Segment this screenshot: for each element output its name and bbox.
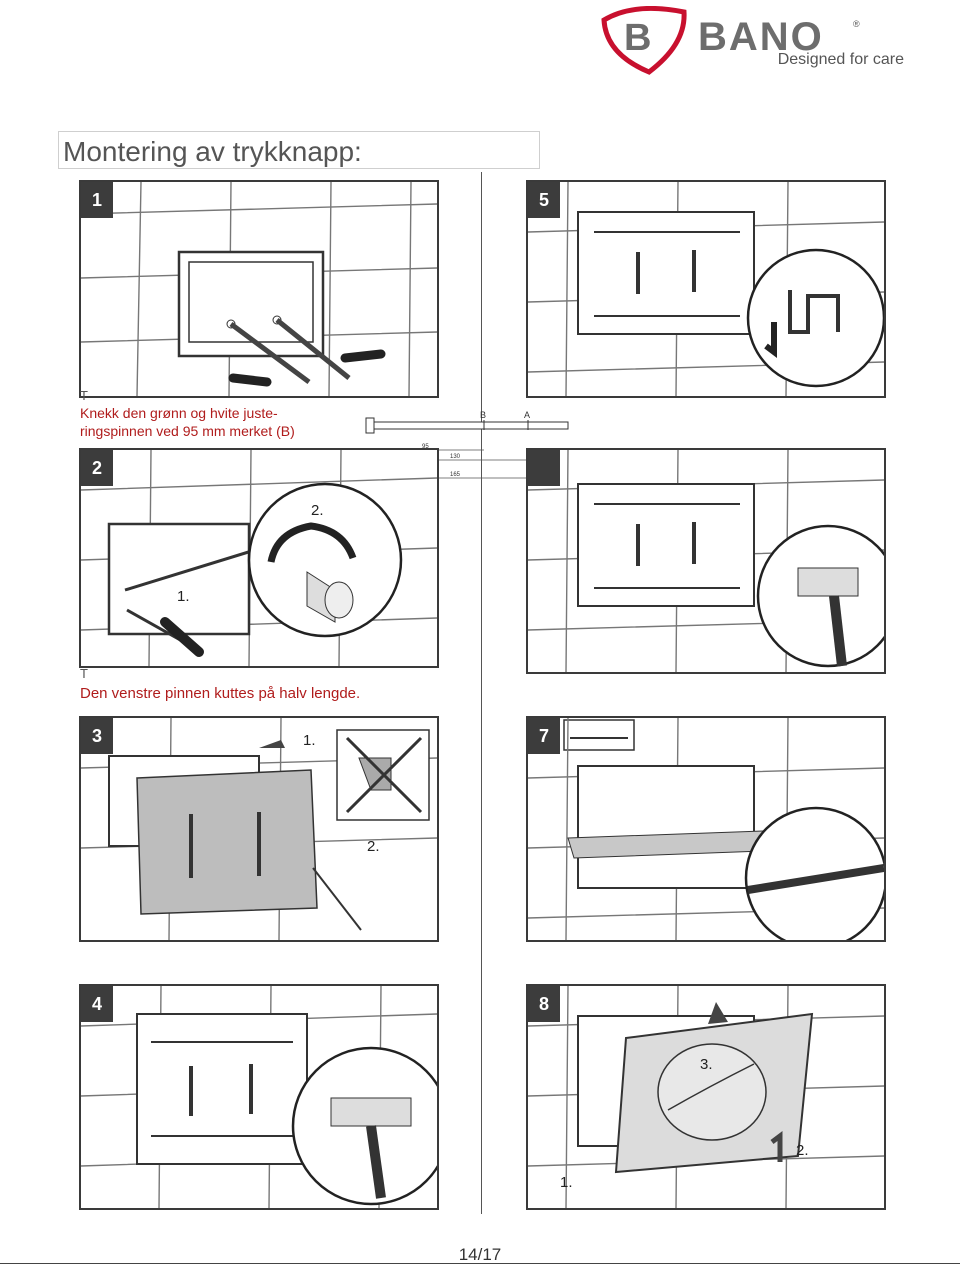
step-2-illustration [81, 450, 437, 666]
step-badge-2: 2 [81, 450, 113, 486]
step-8-illustration [528, 986, 884, 1208]
note-1-line-2: ringspinnen ved 95 mm merket (B) [80, 423, 295, 439]
logo-word: BANO [698, 15, 824, 59]
ruler-mark-95: 95 [422, 444, 429, 450]
step-panel-3: 3 1. 2. [79, 716, 439, 942]
ruler-label-a: A [524, 410, 531, 420]
step-panel-8: 8 3. 2. 1. [526, 984, 886, 1210]
callout-p2-first: 1. [177, 588, 190, 605]
step-panel-1: 1 [79, 180, 439, 398]
t-mark-2: T [80, 666, 88, 681]
step-badge-5: 5 [528, 182, 560, 218]
callout-p2-second: 2. [311, 502, 324, 519]
step-7-illustration [528, 718, 884, 940]
step-panel-7: 7 [526, 716, 886, 942]
section-title: Montering av trykknapp: [63, 136, 362, 167]
note-2: Den venstre pinnen kuttes på halv lengde… [80, 685, 361, 702]
step-panel-4: 4 [79, 984, 439, 1210]
ruler-mark-165: 165 [450, 472, 461, 478]
logo-letter: B [624, 17, 651, 59]
page-number: 14/17 [458, 1245, 502, 1264]
footer-rule [0, 1263, 960, 1264]
bano-logo: B BANO [594, 5, 914, 78]
step-panel-5: 5 [526, 180, 886, 398]
step-badge-4: 4 [81, 986, 113, 1022]
step-panel-6 [526, 448, 886, 674]
callout-p8-second: 2. [796, 1142, 809, 1159]
callout-p3-second: 2. [367, 838, 380, 855]
step-4-illustration [81, 986, 437, 1208]
callout-p8-third: 3. [700, 1056, 713, 1073]
step-6-illustration [528, 450, 884, 672]
callout-p8-first: 1. [560, 1174, 573, 1191]
ruler-mark-130: 130 [450, 454, 461, 460]
tagline: Designed for care [777, 51, 904, 68]
column-divider [481, 172, 482, 1214]
note-1-line-1: Knekk den grønn og hvite juste- [80, 405, 278, 421]
step-badge-1: 1 [81, 182, 113, 218]
step-badge-6 [528, 450, 560, 486]
section-title-box: Montering av trykknapp: [58, 131, 540, 169]
callout-p3-first: 1. [303, 732, 316, 749]
step-badge-8: 8 [528, 986, 560, 1022]
step-3-illustration [81, 718, 437, 940]
step-5-illustration [528, 182, 884, 396]
ruler-label-b: B [480, 410, 487, 420]
step-1-illustration [81, 182, 437, 396]
step-badge-7: 7 [528, 718, 560, 754]
step-badge-3: 3 [81, 718, 113, 754]
step-panel-2: 2 1. 2. [79, 448, 439, 668]
t-mark-1: T [80, 388, 88, 403]
registered-mark: ® [853, 19, 860, 29]
